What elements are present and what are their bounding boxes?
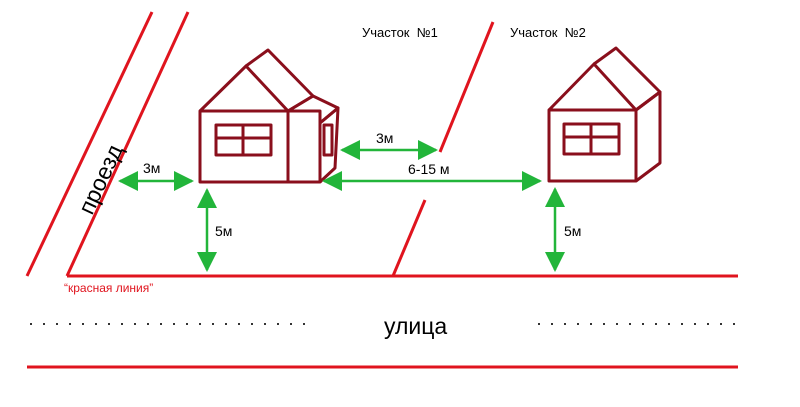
passage-label: проезд — [73, 140, 128, 218]
dim-label-passage: 3м — [143, 160, 160, 176]
lot-2-label: Участок №2 — [510, 25, 586, 40]
dim-label-between-houses: 6-15 м — [408, 161, 450, 177]
dim-label-redline-house2: 5м — [564, 223, 581, 239]
dimension-arrows — [118, 140, 565, 272]
passage-line-outer — [25, 11, 154, 277]
street-label: улица — [384, 313, 447, 339]
passage-line-inner — [65, 11, 190, 277]
lot-boundary-lower — [391, 199, 427, 277]
house-2-side-wall — [635, 90, 662, 183]
house-1-annex-window — [322, 123, 334, 157]
house-1-roof-left — [198, 64, 290, 113]
dim-label-redline-house1: 5м — [215, 223, 232, 239]
house-2-roof — [547, 62, 638, 112]
house-1-annex-wall — [286, 109, 322, 184]
red-line-label: “красная линия” — [64, 281, 153, 295]
passage-lines — [25, 11, 190, 277]
lot-boundary — [391, 21, 495, 277]
house-1 — [198, 48, 340, 184]
lot-boundary-upper — [438, 21, 495, 153]
lot-1-label: Участок №1 — [362, 25, 438, 40]
dim-label-boundary: 3м — [376, 130, 393, 146]
house-2 — [547, 46, 662, 183]
